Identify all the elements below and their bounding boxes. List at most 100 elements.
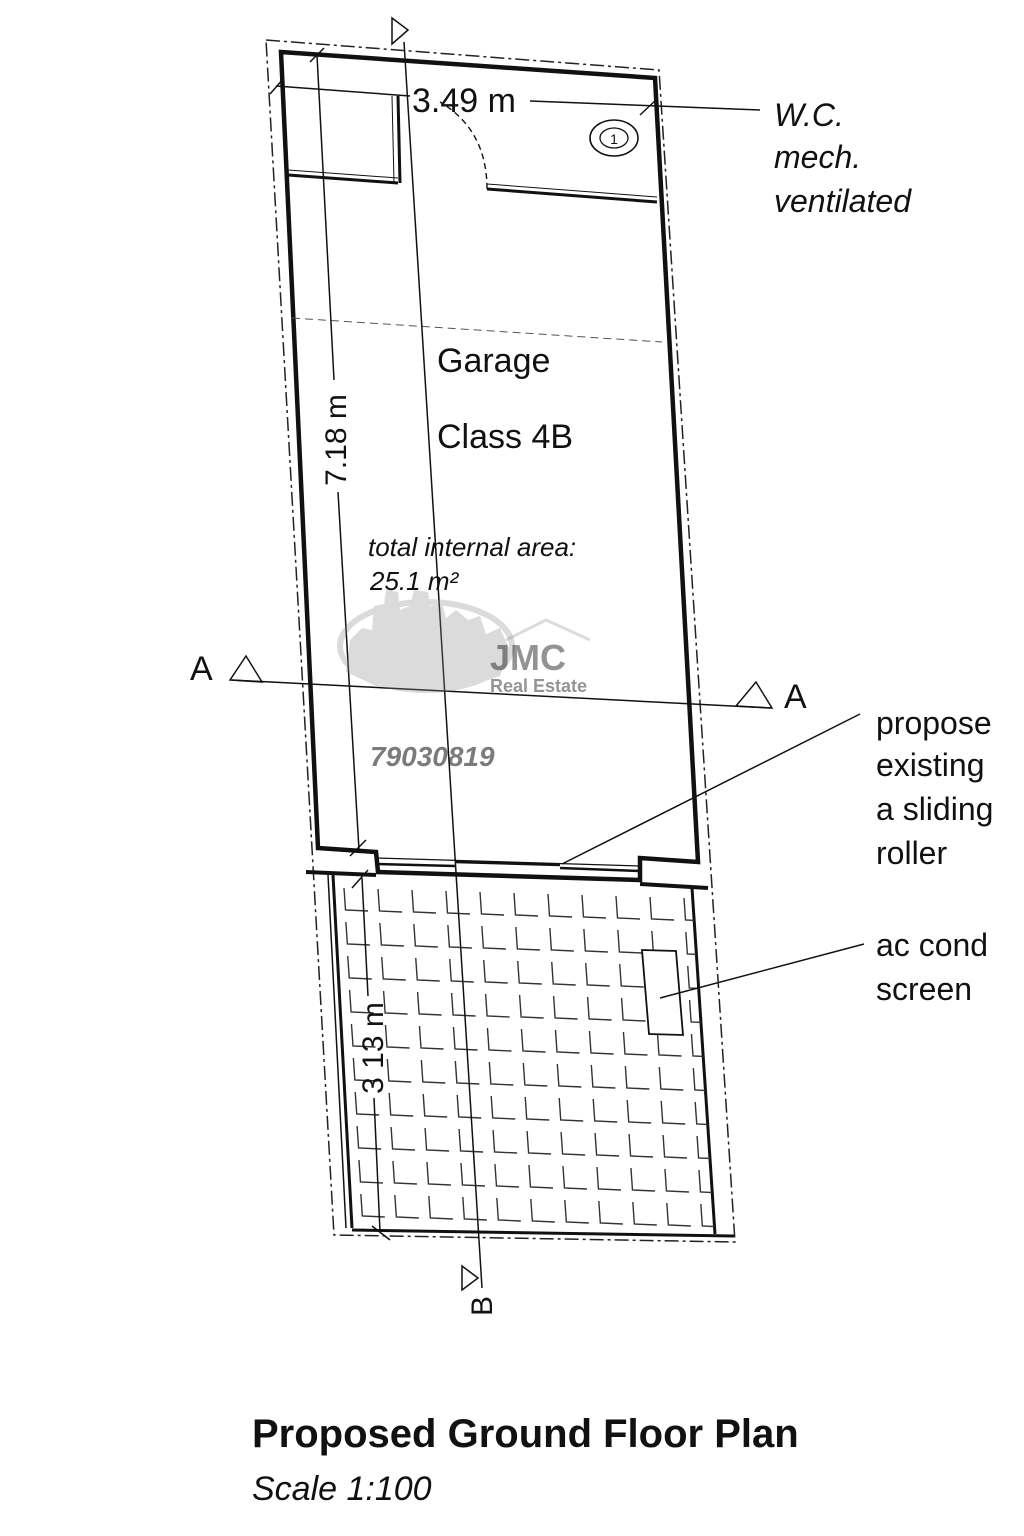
paving-tile <box>348 989 374 1014</box>
ac-note-line1: ac cond <box>876 927 988 963</box>
wc-label-line2: mech. <box>774 139 861 175</box>
paving-tile <box>729 1103 753 1126</box>
wc-partitions <box>287 95 658 204</box>
door-note-line1: propose <box>876 705 992 741</box>
property-boundary <box>265 39 736 1243</box>
paving-tile <box>528 1164 553 1189</box>
paving-tile <box>664 1168 689 1193</box>
paving-tile <box>464 1230 489 1234</box>
paving-tile <box>635 1236 659 1259</box>
paving-tile <box>381 956 406 981</box>
wc-fixture: 1 <box>589 119 639 157</box>
wc-label-line1: W.C. <box>774 97 844 133</box>
room-name-garage: Garage <box>437 342 550 380</box>
paving-tile <box>384 1024 410 1049</box>
paving-tile <box>718 899 742 922</box>
wc-label-line3: ventilated <box>774 183 912 219</box>
paving-tile <box>662 1134 688 1159</box>
paving-tile <box>683 897 709 922</box>
paving-tile <box>416 991 442 1016</box>
door-leader-line <box>561 713 861 865</box>
paving-tile <box>566 1233 591 1234</box>
length-dimension-label: 7.18 m <box>320 394 353 486</box>
paving-tile <box>347 955 372 980</box>
paving-tile <box>515 926 540 951</box>
paving-tile <box>513 892 539 917</box>
paving-tile <box>449 958 474 983</box>
section-line-a <box>228 654 774 709</box>
paving-tile <box>350 1023 376 1048</box>
paving-tile <box>386 1058 412 1083</box>
area-value: 25.1 m² <box>369 566 459 596</box>
paving-tile <box>700 1203 715 1228</box>
paving-tile <box>724 1001 748 1024</box>
paving-tile <box>424 1127 450 1152</box>
paving-tile <box>486 1027 512 1052</box>
width-dimension-line <box>269 77 761 116</box>
paving-tile <box>588 1030 614 1055</box>
paving-tile <box>524 1096 550 1121</box>
paving-tile <box>390 1126 416 1151</box>
paving-tile <box>552 995 578 1020</box>
paving-tile <box>382 990 408 1015</box>
paving-tile <box>562 1165 587 1190</box>
watermark-house-icon <box>505 618 591 642</box>
paving-tile <box>592 1098 618 1123</box>
paving-tile <box>411 889 437 914</box>
paving-tile <box>428 1195 453 1220</box>
paving-tile <box>494 1163 519 1188</box>
paving-tile <box>445 890 471 915</box>
watermark-subtitle: Real Estate <box>490 676 587 696</box>
area-label: total internal area: <box>368 532 576 562</box>
paving-tile <box>530 1198 555 1223</box>
paving-tile <box>498 1231 523 1234</box>
paving-tile <box>343 887 369 912</box>
paving-tile <box>622 1031 648 1056</box>
paving-tile <box>532 1232 557 1234</box>
paving-tile <box>413 923 438 948</box>
paving-tile <box>666 1202 691 1227</box>
paving-tile <box>558 1097 584 1122</box>
paving-tile <box>454 1060 480 1085</box>
paving-tile <box>554 1029 580 1054</box>
paving-tile <box>585 962 610 987</box>
paving-tile <box>418 1025 444 1050</box>
paving-tile <box>620 997 646 1022</box>
paving-tile <box>360 1193 385 1218</box>
paving-tile <box>630 1167 655 1192</box>
garage-wall <box>278 49 701 883</box>
length-dimension-line <box>309 47 367 857</box>
paving-tile <box>626 1099 652 1124</box>
paving-tile <box>731 1137 755 1160</box>
paving-tile <box>617 929 642 954</box>
paving-tile <box>619 963 644 988</box>
paving-tile <box>517 960 542 985</box>
section-line-b <box>391 16 483 1292</box>
paving-tile <box>415 957 440 982</box>
paving-tile <box>656 1032 682 1057</box>
paving-tile <box>522 1062 548 1087</box>
section-b-label: B <box>466 1296 499 1316</box>
paving-tile <box>462 1196 487 1221</box>
door-note-line4: roller <box>876 835 947 871</box>
paving-tile <box>632 1201 657 1226</box>
paving-tile <box>426 1161 451 1186</box>
paving-tile <box>737 1239 761 1262</box>
paving-tile <box>590 1064 616 1089</box>
paving-tile <box>735 1205 759 1228</box>
yard-dimension-label: 3 13 m <box>357 1002 390 1094</box>
yard-walls <box>305 870 735 1238</box>
paving-tile <box>452 1026 478 1051</box>
paving-tile <box>518 994 544 1019</box>
paving-tile <box>615 895 641 920</box>
paving-tile <box>526 1130 552 1155</box>
paving-tile <box>377 888 403 913</box>
paving-tile <box>352 1057 378 1082</box>
watermark-logo <box>337 590 515 693</box>
paving-tile <box>345 921 370 946</box>
paving-tile <box>598 1200 623 1225</box>
paving-tile <box>624 1065 650 1090</box>
ac-leader-line <box>659 943 865 999</box>
door-note-line2: existing <box>876 747 985 783</box>
